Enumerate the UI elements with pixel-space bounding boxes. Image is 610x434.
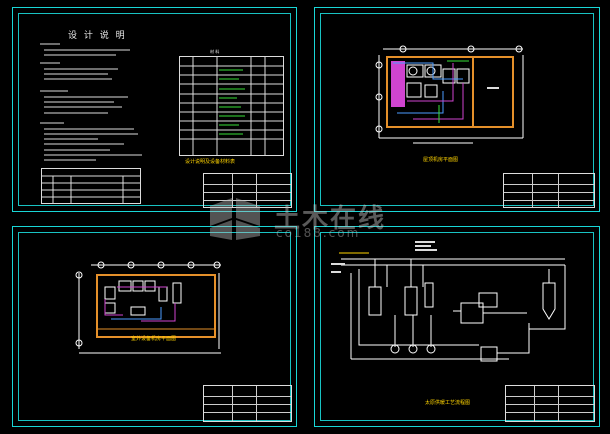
materials-table: [179, 56, 284, 156]
rooftop-floor-plan: [375, 45, 524, 144]
process-flow-diagram: [331, 241, 566, 362]
sheet-border: [18, 232, 291, 421]
materials-table-title: 材 料: [210, 49, 220, 54]
sheet-border: [320, 232, 594, 421]
drawing-sheet-process-flow[interactable]: 太原供暖工艺流程图: [314, 226, 600, 427]
title-block: [505, 385, 595, 422]
title-block: [503, 173, 595, 208]
sheet-border: [18, 13, 291, 206]
sheet-title: 设 计 说 明: [68, 31, 127, 41]
site-watermark: 土木在线 co188.com: [196, 196, 416, 246]
watermark-title: 土木在线: [274, 204, 387, 234]
sheet-border: [320, 13, 594, 206]
drawing-sheet-rooftop-plan[interactable]: 屋顶机房平面图: [314, 7, 600, 212]
watermark-domain: co188.com: [276, 226, 361, 240]
drawing-sheet-design-notes[interactable]: 设 计 说 明 材 料 设计说明及设备材料表: [12, 7, 297, 212]
design-notes-text-block: [40, 43, 142, 161]
watermark-logo-icon: [210, 198, 260, 240]
title-block: [203, 173, 292, 208]
sheet-caption: 设计说明及设备材料表: [185, 159, 236, 165]
drawing-sheet-outdoor-equipment-plan[interactable]: 室外设备机房平面图: [12, 226, 297, 427]
outdoor-equipment-floor-plan: [75, 261, 221, 354]
title-block: [203, 385, 292, 422]
sheet-caption: 屋顶机房平面图: [423, 157, 459, 163]
sheet-caption: 室外设备机房平面图: [131, 336, 177, 342]
small-legend-table: [41, 168, 141, 204]
sheet-caption: 太原供暖工艺流程图: [425, 400, 471, 406]
